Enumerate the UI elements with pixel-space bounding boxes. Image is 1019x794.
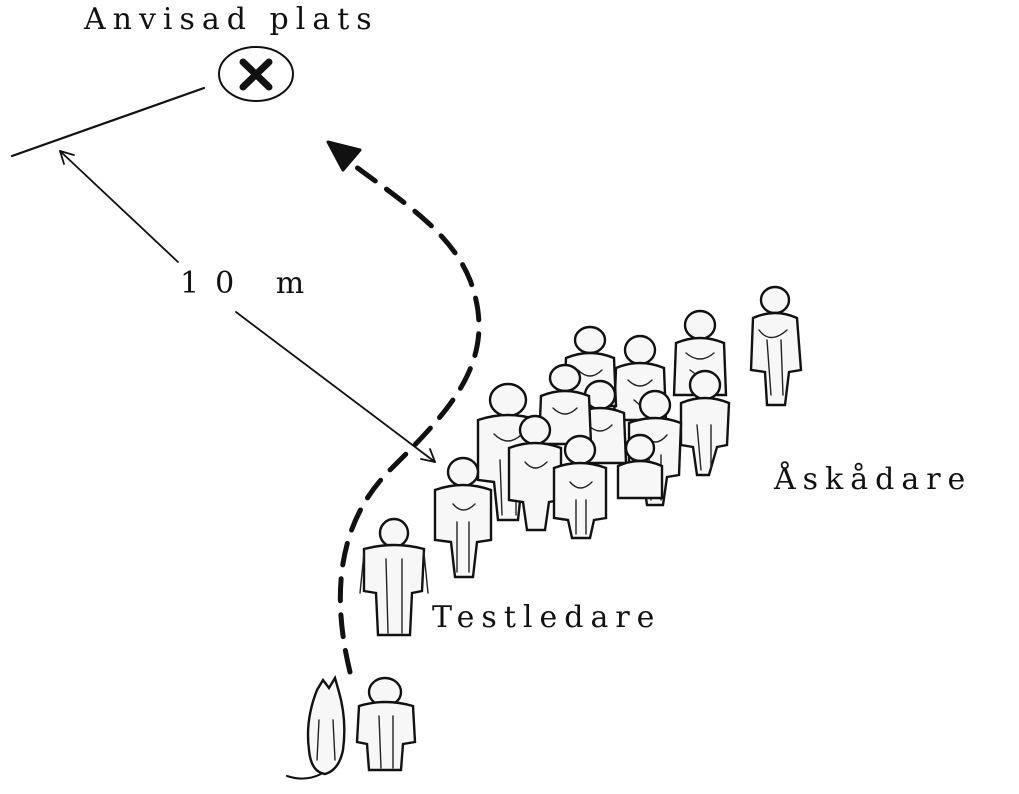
target-baseline xyxy=(12,88,204,156)
test-leader-figure xyxy=(360,519,428,635)
spectator-figure xyxy=(751,287,801,405)
distance-label: 10 m xyxy=(180,266,320,301)
target-place-label: Anvisad plats xyxy=(84,2,379,37)
spectators-group xyxy=(435,287,801,577)
target-marker-icon xyxy=(219,47,293,101)
spectators-label: Åskådare xyxy=(774,462,972,497)
test-leader-label: Testledare xyxy=(432,600,661,635)
dog-figure xyxy=(287,678,344,779)
handler-figure xyxy=(357,678,415,770)
distance-arrow xyxy=(60,151,435,462)
